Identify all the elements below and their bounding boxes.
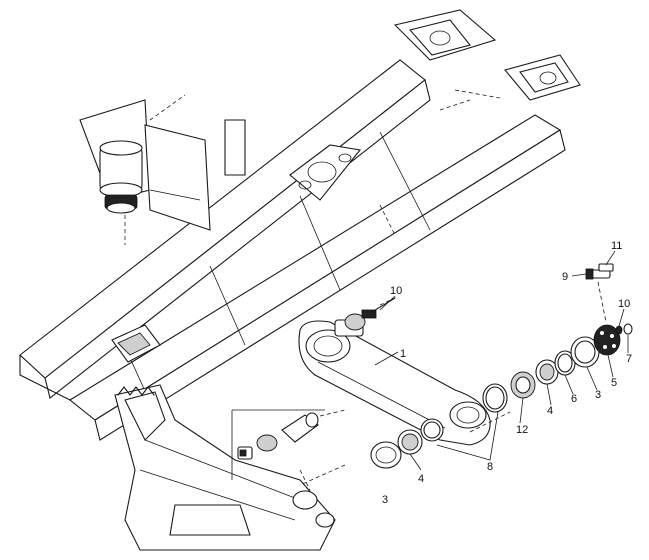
vertical-post [224,119,246,176]
mounting-plate [289,144,396,236]
callout-10-top: 10 [390,285,402,297]
leader-lines [374,250,629,471]
lower-seal-rings [370,418,444,469]
torque-rod [298,297,491,446]
pin-assembly [231,409,346,491]
callout-labels: 1 10 8 12 4 6 3 5 7 10 9 11 4 3 [382,240,632,506]
callout-5: 5 [611,377,617,389]
callout-12: 12 [516,424,528,436]
callout-3-left: 3 [382,494,388,506]
rear-crossmember [393,9,581,111]
trailing-arm-bracket [114,384,336,551]
callout-4-left: 4 [418,473,424,485]
upper-seal-rings [482,263,633,413]
bump-stop [99,140,143,214]
assembly-axes [299,281,607,486]
callout-3-right: 3 [595,389,601,401]
callout-8: 8 [487,461,493,473]
callout-11: 11 [611,240,622,252]
callout-1: 1 [400,348,406,360]
callout-4-right: 4 [547,405,553,417]
callout-7: 7 [626,353,632,365]
callout-9: 9 [562,271,568,283]
callout-10-right: 10 [618,298,630,310]
callout-6: 6 [571,393,577,405]
frame-box [111,324,161,363]
